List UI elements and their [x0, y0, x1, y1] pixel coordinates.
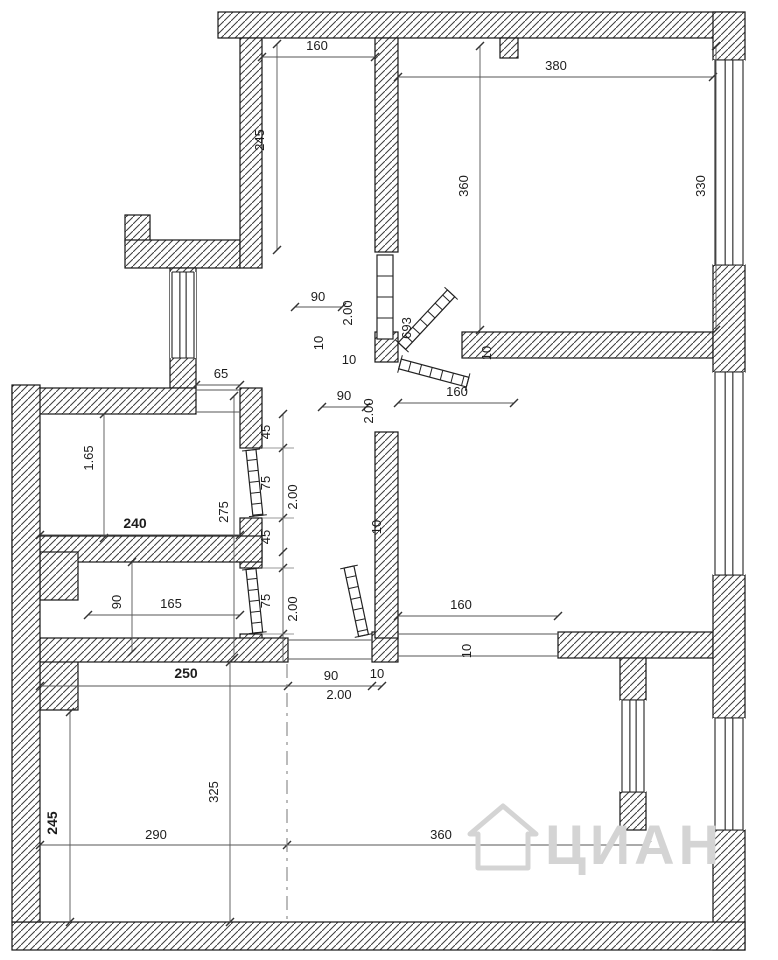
dimension-line [65, 707, 75, 927]
dim-opening-top: 160 [446, 384, 468, 399]
dimension-line [393, 398, 519, 408]
door-leaves [241, 286, 471, 638]
dimension-line [475, 41, 485, 335]
dim-wall-d: 10 [369, 520, 384, 534]
dimension-line [257, 52, 380, 62]
dim-room-bottom-left-width: 250 [174, 665, 198, 681]
dim-room-left-width: 240 [123, 515, 147, 531]
dim-room-bottom-span-left: 290 [145, 827, 167, 842]
opening-thresholds [196, 389, 558, 660]
dim-door-e-width: 90 [324, 668, 338, 683]
door-leaf [397, 355, 471, 391]
dim-corridor-width: 160 [306, 38, 328, 53]
window-symbol [170, 271, 196, 359]
dim-door-e-height: 2.00 [326, 687, 351, 702]
dim-door-mark: 693 [399, 317, 414, 339]
dim-closet-depth: 90 [109, 595, 124, 609]
dimension-line [393, 611, 563, 621]
dim-room-bottom-depth: 325 [206, 781, 221, 803]
window-symbol [713, 717, 745, 831]
dim-room-top-width: 380 [545, 58, 567, 73]
dim-room-bottom-left-edge: 245 [44, 811, 60, 835]
dimension-line [35, 681, 387, 691]
dimension-lines [35, 39, 721, 927]
dim-corridor-length: 245 [252, 129, 267, 151]
dim-wall-b: 10 [342, 352, 356, 367]
dimension-line [35, 840, 652, 850]
dim-wall-f: 10 [370, 666, 384, 681]
dimension-line [393, 72, 718, 82]
dimension-line [83, 610, 245, 620]
dim-pier-a: 45 [258, 425, 273, 439]
dimension-line [229, 391, 239, 663]
dim-door-a-height: 2.00 [340, 300, 355, 325]
dim-door-b-height: 2.00 [361, 398, 376, 423]
dimension-line [99, 409, 109, 543]
dimension-line [290, 302, 347, 312]
door-leaf [241, 567, 267, 635]
watermark-house-icon [467, 803, 539, 871]
walls [11, 11, 746, 951]
dim-wall-a: 10 [311, 336, 326, 350]
window-symbol [713, 371, 745, 576]
door-leaf [241, 448, 267, 518]
dim-room-top-depth-right: 330 [693, 175, 708, 197]
dim-door-d-width: 75 [258, 594, 273, 608]
dim-door-c-width: 75 [258, 476, 273, 490]
dimension-line [191, 380, 245, 390]
dimension-line [272, 39, 282, 255]
dimension-line [127, 557, 137, 657]
door-in-wall-symbol [376, 254, 394, 340]
dim-door-a-width: 90 [311, 289, 325, 304]
dim-wall-e: 10 [459, 644, 474, 658]
dim-closet-width: 165 [160, 596, 182, 611]
window-symbol [713, 59, 745, 266]
dim-room-left-depth: 1.65 [81, 445, 96, 470]
window-symbol [620, 699, 646, 793]
watermark: ЦИАН [467, 803, 723, 876]
dim-room-top-depth: 360 [456, 175, 471, 197]
door-leaf [395, 286, 459, 353]
dim-door-c-height: 2.00 [285, 484, 300, 509]
window-symbols [170, 59, 745, 831]
dimension-labels: 160 245 380 360 330 90 2.00 10 10 90 2.0… [44, 38, 708, 842]
dim-room-left-length: 275 [216, 501, 231, 523]
dim-vestibule-opening: 65 [214, 366, 228, 381]
dimension-line [225, 657, 235, 927]
dimension-line [711, 41, 721, 335]
dimension-line [317, 402, 371, 412]
watermark-text: ЦИАН [545, 813, 723, 876]
dim-opening-bottom: 160 [450, 597, 472, 612]
dim-pier-b: 45 [258, 530, 273, 544]
dim-room-bottom-span-right: 360 [430, 827, 452, 842]
dim-wall-c: 10 [479, 346, 494, 360]
dim-door-b-width: 90 [337, 388, 351, 403]
dim-door-d-height: 2.00 [285, 596, 300, 621]
door-leaf [340, 564, 373, 638]
dimension-line [35, 530, 245, 540]
